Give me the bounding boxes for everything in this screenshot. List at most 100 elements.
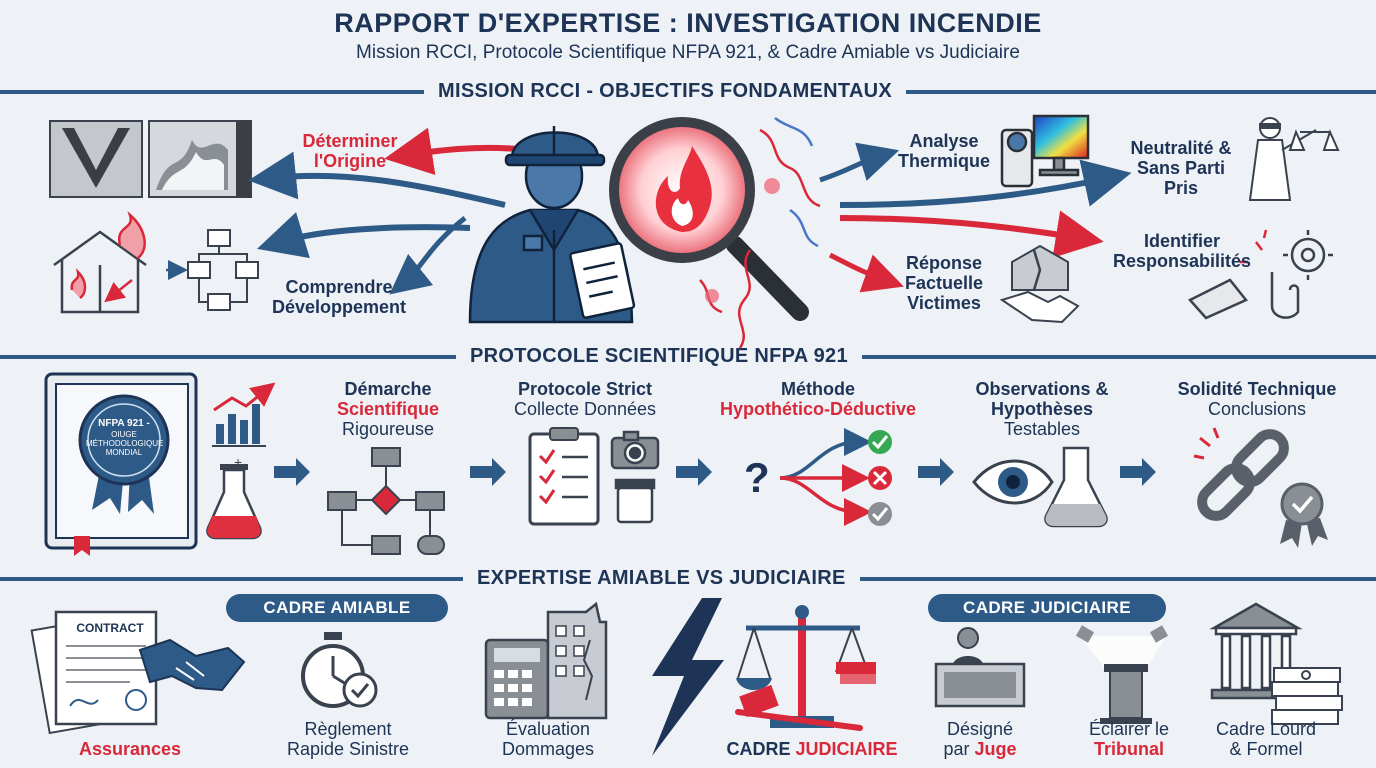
step2-line2: Collecte Données [513, 399, 657, 420]
chart-icon: + [212, 382, 276, 470]
handshake-icon [999, 244, 1080, 324]
justice-statue-icon [1248, 117, 1340, 201]
eclairer-line2: Tribunal [1093, 739, 1164, 760]
calculator-icon [484, 638, 550, 720]
evaluation-line1: Évaluation [505, 719, 591, 739]
lourd-line1: Cadre Lourd [1215, 719, 1317, 739]
question-icon: ? [744, 428, 872, 526]
reglement-line2: Rapide Sinistre [286, 739, 410, 760]
label-reglement: Règlement Rapide Sinistre [268, 719, 428, 759]
judge-icon [934, 627, 1026, 708]
investigator-icon [468, 126, 636, 324]
contract-label: CONTRACT [76, 621, 144, 635]
label-cadre-judiciaire: CADRE JUDICIAIRE [712, 739, 912, 759]
seal-line1: NFPA 921 - [98, 418, 150, 429]
scales-icon [735, 605, 876, 731]
thermal-line2: Thermique [897, 151, 990, 172]
label-thermal: Analyse Thermique [886, 131, 1002, 171]
lightning-icon [652, 598, 724, 756]
step3-line2: Hypothético-Déductive [719, 399, 917, 420]
designe-line1: Désigné [946, 719, 1014, 739]
label-develop: Comprendre Développement [254, 277, 424, 317]
step4-line2: Hypothèses [990, 399, 1094, 420]
step1-line1: Démarche [344, 379, 432, 399]
svg-text:?: ? [744, 454, 770, 501]
cross-icon [868, 466, 892, 490]
seal-line3: MÉTHODOLOGIQUE [86, 438, 164, 448]
judiciaire-word: JUDICIAIRE [795, 739, 898, 759]
label-step2: Protocole Strict Collecte Données [498, 379, 672, 419]
label-neutral: Neutralité & Sans Parti Pris [1116, 138, 1246, 198]
designe-line2-b: Juge [974, 739, 1017, 760]
medal-icon [1280, 482, 1328, 548]
develop-line2: Développement [271, 297, 407, 318]
book-seal-text: NFPA 921 - OIUGE MÉTHODOLOGIQUE MONDIAL [86, 418, 164, 457]
develop-line1: Comprendre [285, 277, 393, 297]
section-heading-mission: MISSION RCCI - OBJECTIFS FONDAMENTAUX [424, 80, 907, 103]
thermal-camera-icon [1000, 114, 1090, 188]
step1-line2: Scientifique [336, 399, 439, 420]
handshake-icon [138, 638, 246, 692]
flowchart-icon [327, 447, 445, 555]
victim-line2: Factuelle [904, 273, 984, 294]
label-eclairer: Éclairer le Tribunal [1064, 719, 1194, 759]
resp-line1: Identifier [1143, 231, 1220, 251]
contract-icon [30, 610, 158, 735]
label-step3: Méthode Hypothético-Déductive [698, 379, 938, 419]
book-seal-icon [44, 372, 198, 556]
eclairer-line1: Éclairer le [1088, 719, 1170, 739]
step2-line1: Protocole Strict [517, 379, 653, 399]
page-subtitle: Mission RCCI, Protocole Scientifique NFP… [356, 42, 1020, 63]
thermal-line1: Analyse [909, 131, 979, 151]
chain-icon [1197, 429, 1289, 521]
step3-line1: Méthode [781, 379, 855, 399]
lourd-line2: & Formel [1229, 739, 1303, 760]
burn-pattern-icon [148, 120, 252, 198]
section-heading-expertise: EXPERTISE AMIABLE VS JUDICIAIRE [463, 567, 860, 590]
origin-line2: l'Origine [313, 151, 387, 172]
neutral-line1: Neutralité & [1130, 138, 1232, 158]
flask-icon [1044, 446, 1108, 528]
podium-icon [1075, 625, 1169, 724]
pill-cadre-amiable: CADRE AMIABLE [226, 594, 448, 622]
flask-icon [206, 464, 262, 540]
v-pattern-icon [49, 120, 143, 198]
label-step1: Démarche Scientifique Rigoureuse [318, 379, 458, 439]
victim-line3: Victimes [907, 293, 981, 314]
cadre-word: CADRE [726, 739, 791, 759]
stopwatch-icon [301, 632, 378, 708]
step5-line2: Conclusions [1207, 399, 1307, 420]
origin-line1: Déterminer [302, 131, 398, 151]
neutral-line3: Pris [1163, 178, 1199, 199]
evaluation-line2: Dommages [501, 739, 595, 760]
label-origin: Déterminer l'Origine [290, 131, 410, 171]
label-step4: Observations & Hypothèses Testables [956, 379, 1128, 439]
pill-cadre-judiciaire: CADRE JUDICIAIRE [928, 594, 1166, 622]
clipboard-icon [528, 427, 600, 526]
money-stack-icon [1271, 667, 1343, 725]
step5-line1: Solidité Technique [1177, 379, 1337, 399]
house-fire-icon [53, 211, 147, 314]
label-assurances: Assurances [78, 739, 182, 759]
victim-line1: Réponse [905, 253, 983, 273]
step4-line1: Observations & [975, 379, 1109, 399]
flowchart-icon [187, 229, 259, 311]
neutral-line2: Sans Parti [1136, 158, 1226, 179]
label-designe: Désigné par Juge [920, 719, 1040, 759]
label-responsibilities: Identifier Responsabilités [1096, 231, 1268, 271]
seal-line4: MONDIAL [105, 447, 143, 457]
label-step5: Solidité Technique Conclusions [1152, 379, 1362, 419]
magnifier-flame-icon [609, 117, 809, 321]
reglement-line1: Règlement [304, 719, 392, 739]
fingerprint-hand-icon [1187, 229, 1333, 320]
check-icon [868, 502, 892, 526]
section-heading-protocole: PROTOCOLE SCIENTIFIQUE NFPA 921 [456, 345, 862, 368]
eye-icon [972, 459, 1054, 505]
check-icon [868, 430, 892, 454]
page-title: RAPPORT D'EXPERTISE : INVESTIGATION INCE… [334, 8, 1042, 38]
step1-line3: Rigoureuse [341, 419, 435, 440]
designe-line2-a: par [943, 739, 970, 760]
label-victims: Réponse Factuelle Victimes [888, 253, 1000, 313]
label-lourd: Cadre Lourd & Formel [1204, 719, 1328, 759]
